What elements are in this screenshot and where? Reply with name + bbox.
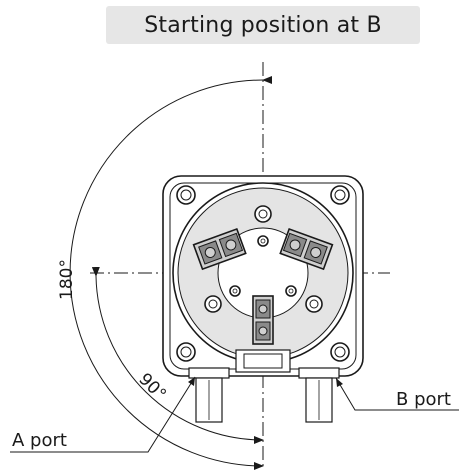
arc-90 bbox=[91, 266, 264, 444]
mount-hole-br bbox=[330, 342, 350, 362]
mount-hole-tl bbox=[176, 185, 196, 205]
a-port-leader-arrow bbox=[188, 377, 195, 386]
a-port-leader bbox=[10, 376, 196, 453]
jaw-bottom bbox=[252, 295, 274, 345]
port-fitting-b bbox=[298, 367, 340, 423]
actuator-body bbox=[162, 175, 364, 423]
mount-hole-tr bbox=[330, 185, 350, 205]
inner-screw-right bbox=[285, 285, 297, 297]
a-port-label: A port bbox=[12, 430, 67, 451]
leaders bbox=[10, 376, 459, 453]
mount-hole-bl bbox=[176, 342, 196, 362]
title-banner: Starting position at B bbox=[106, 6, 420, 44]
b-port-leader bbox=[335, 377, 459, 411]
angle-180-label: 180° bbox=[57, 259, 77, 300]
side-screw-left bbox=[204, 295, 222, 313]
side-screw-right bbox=[305, 295, 323, 313]
inner-screw-top bbox=[257, 235, 269, 247]
jaw-left bbox=[192, 227, 247, 271]
b-port-leader-arrow bbox=[336, 378, 343, 387]
port-fitting-a bbox=[188, 367, 230, 423]
bottom-boss-inner bbox=[243, 353, 283, 369]
top-screw bbox=[254, 205, 272, 223]
b-port-label: B port bbox=[396, 389, 451, 410]
inner-screw-left bbox=[229, 285, 241, 297]
jaw-right bbox=[279, 227, 334, 271]
angle-90-label: 90° bbox=[134, 369, 169, 404]
diagram-title: Starting position at B bbox=[144, 12, 382, 38]
